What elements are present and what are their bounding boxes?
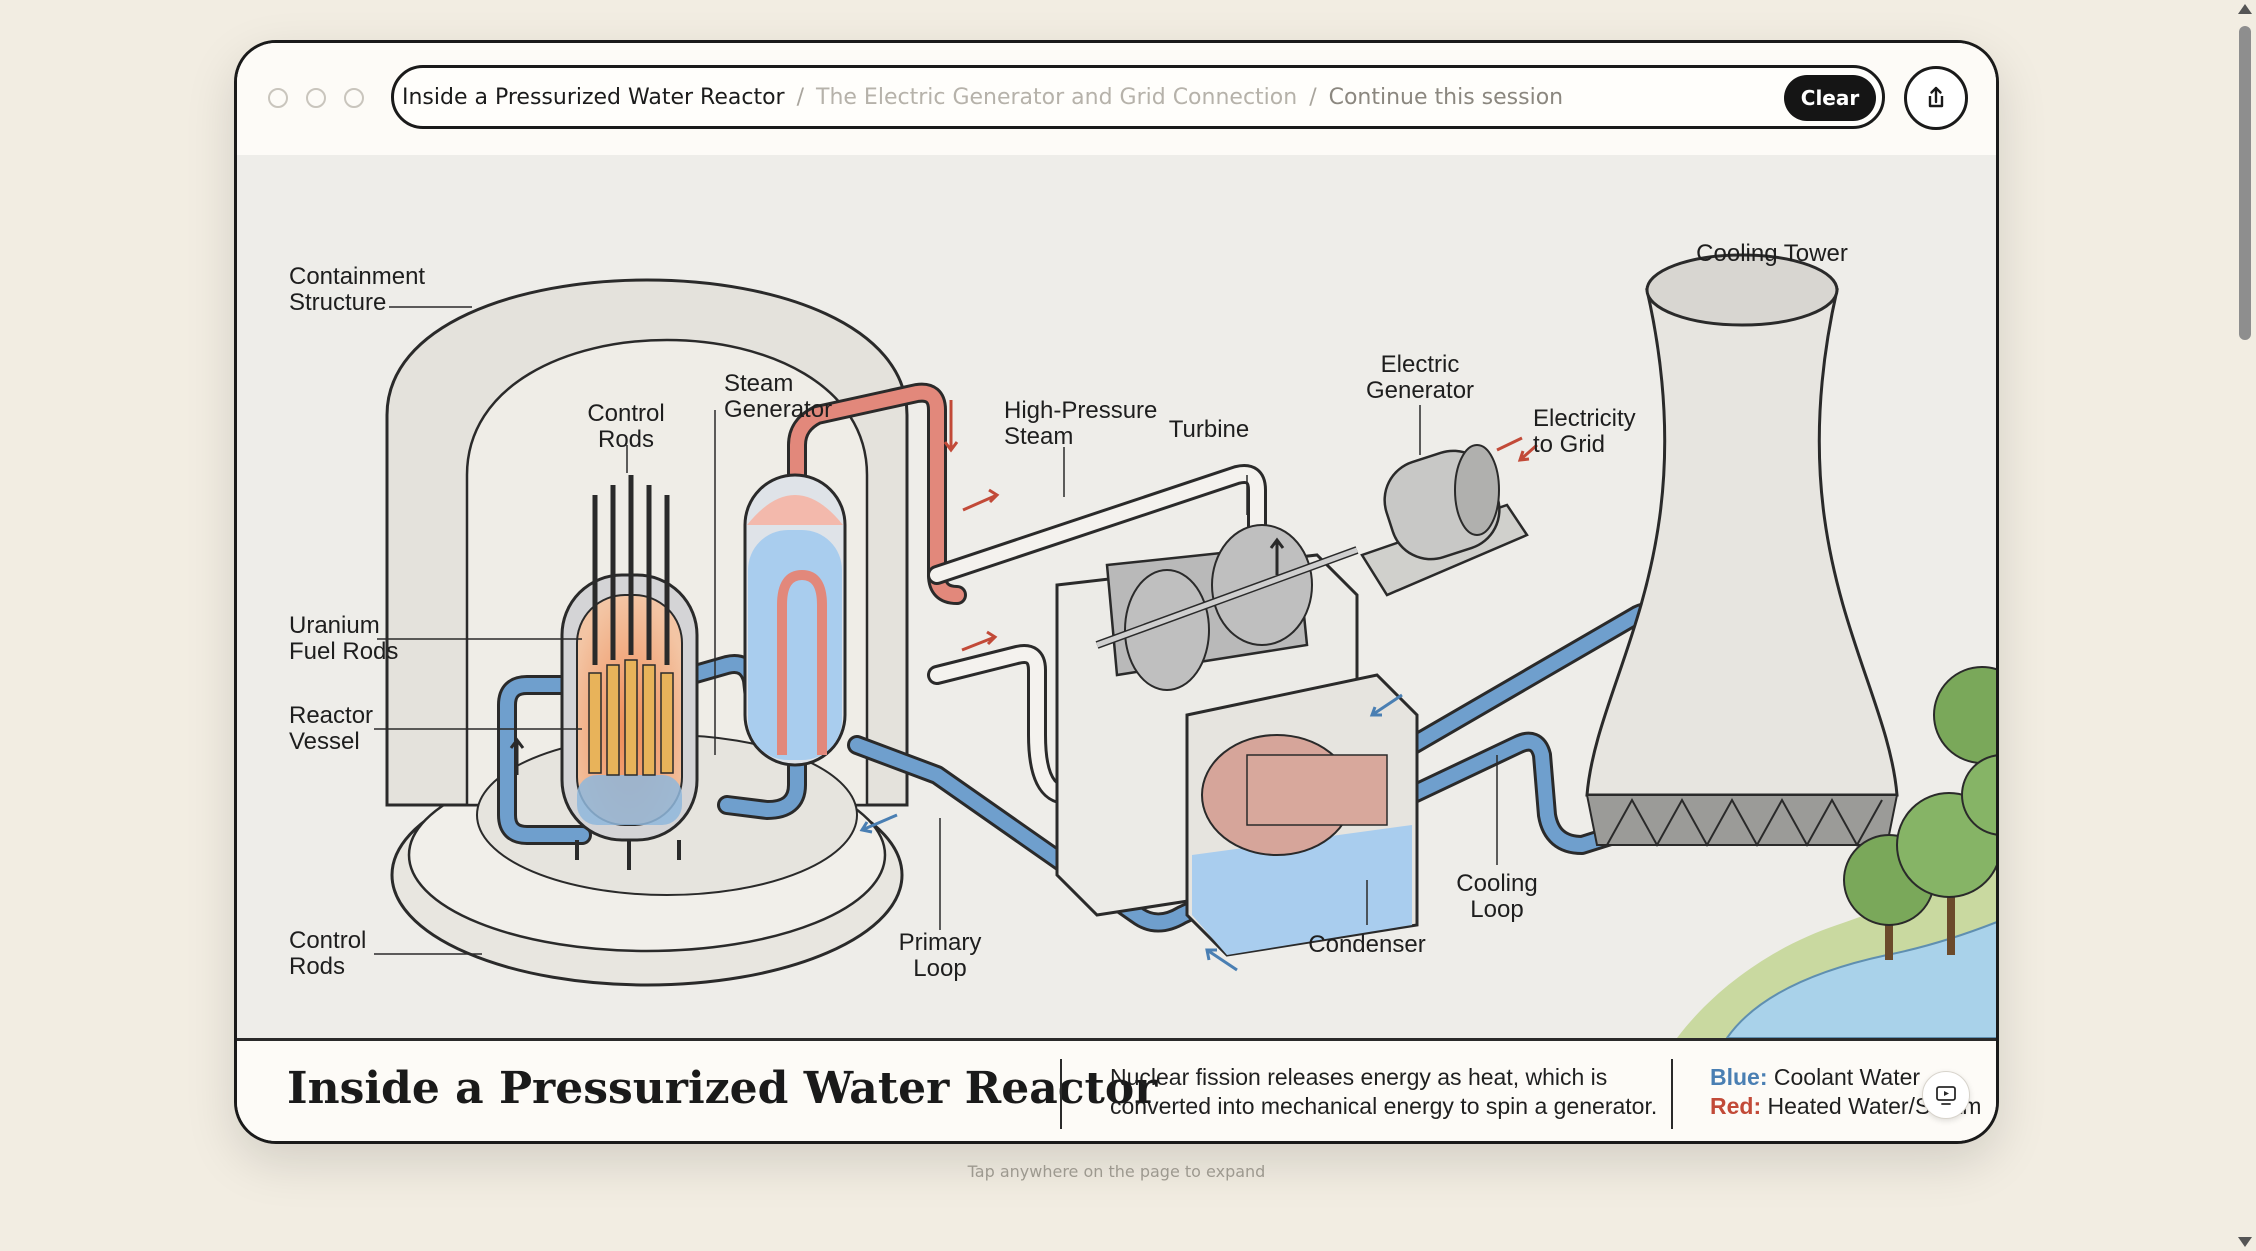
caption-description: Nuclear fission releases energy as heat,… xyxy=(1110,1064,1658,1119)
caption-bar: Inside a Pressurized Water Reactor Nucle… xyxy=(237,1038,1996,1141)
label-cooling-tower: Cooling Tower xyxy=(1696,240,1848,267)
label-turbine: Turbine xyxy=(1169,416,1249,443)
caption-divider xyxy=(1671,1059,1673,1129)
clear-button[interactable]: Clear xyxy=(1784,75,1876,121)
app-window: Inside a Pressurized Water Reactor / The… xyxy=(234,40,1999,1144)
share-icon xyxy=(1928,86,1944,108)
steam-generator xyxy=(743,473,847,767)
continue-session-input[interactable]: Continue this session xyxy=(1328,84,1564,110)
top-bar: Inside a Pressurized Water Reactor / The… xyxy=(237,43,1996,156)
share-button[interactable] xyxy=(1904,66,1968,130)
present-icon xyxy=(1936,1086,1956,1105)
label-condenser: Condenser xyxy=(1308,931,1425,958)
breadcrumb-separator: / xyxy=(1309,84,1317,110)
breadcrumb-next[interactable]: The Electric Generator and Grid Connecti… xyxy=(816,84,1298,110)
expand-hint: Tap anywhere on the page to expand xyxy=(967,1162,1266,1181)
trees xyxy=(1843,666,1996,960)
page-scrollbar[interactable] xyxy=(2233,0,2256,1251)
condenser-unit xyxy=(1185,673,1419,957)
scroll-thumb[interactable] xyxy=(2239,26,2251,340)
legend-blue: Blue: Coolant Water xyxy=(1710,1064,1921,1090)
flow-arrows xyxy=(509,400,1538,972)
window-dot-2 xyxy=(306,88,326,108)
breadcrumb-current[interactable]: Inside a Pressurized Water Reactor xyxy=(402,84,785,110)
window-dot-3 xyxy=(344,88,364,108)
address-bar[interactable]: Inside a Pressurized Water Reactor / The… xyxy=(391,65,1885,129)
breadcrumb-separator: / xyxy=(796,84,805,110)
cooling-tower xyxy=(1585,253,1899,848)
caption-title: Inside a Pressurized Water Reactor xyxy=(287,1063,1158,1114)
electric-generator xyxy=(1360,444,1529,597)
reactor-vessel xyxy=(560,475,699,870)
window-dot-1 xyxy=(268,88,288,108)
caption-divider xyxy=(1060,1059,1062,1129)
scroll-up-arrow[interactable] xyxy=(2238,4,2252,14)
present-button[interactable] xyxy=(1922,1071,1970,1119)
leader-lines xyxy=(374,306,1498,955)
scroll-down-arrow[interactable] xyxy=(2238,1237,2252,1247)
